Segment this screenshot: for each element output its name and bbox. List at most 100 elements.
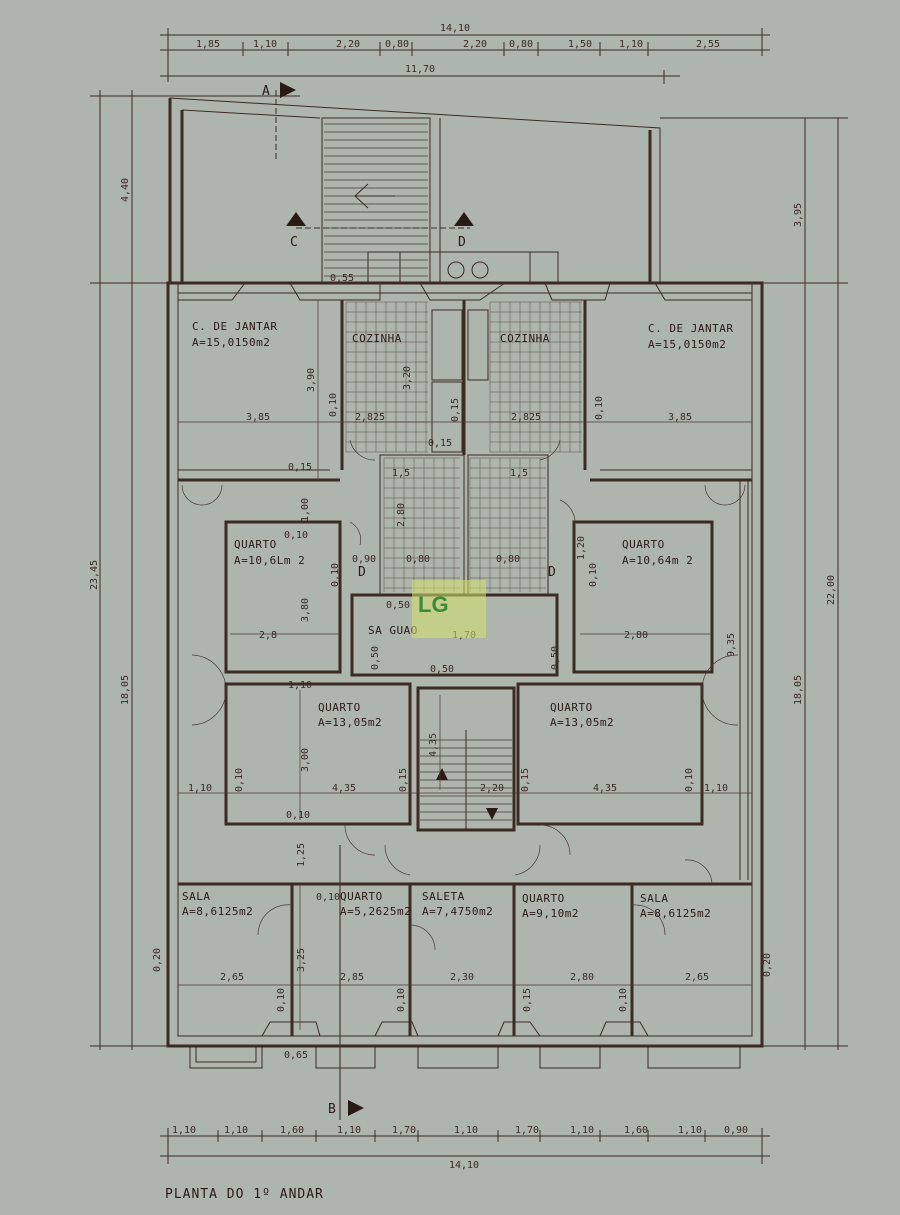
top-dimension-lines [160,28,770,84]
dim-q13-wall-right: 0,10 [684,768,695,792]
room-name-cozinha-right: COZINHA [500,332,550,345]
bottom-dimension-lines [160,1128,770,1164]
logo-text: LG [418,592,449,617]
room-name-sala-left: SALA [182,890,211,903]
bottom-dim-1: 1,10 [172,1125,196,1136]
bottom-dim-4: 1,10 [337,1125,361,1136]
bottom-dim-8: 1,10 [570,1125,594,1136]
section-label-d: D [458,235,467,250]
room-name-quarto9: QUARTO [522,892,565,905]
door-label-d-left: D [358,565,367,580]
room-name-jantar-left: C. DE JANTAR [192,320,277,333]
dim-050-mid: 0,50 [430,664,454,675]
room-area-quarto-left: A=10,6Lm 2 [234,554,305,567]
room-name-saleta: SALETA [422,890,465,903]
dim-050-top: 0,50 [386,600,410,611]
right-mid-dim: 9,35 [726,633,737,657]
side-dimension-lines [90,90,848,1050]
dim-q9-w: 2,80 [570,972,594,983]
top-dim-6: 0,80 [509,39,533,50]
bottom-dim-9: 1,60 [624,1125,648,1136]
bottom-dim-2: 1,10 [224,1125,248,1136]
plan-title: PLANTA DO 1º ANDAR [165,1187,324,1202]
dim-q-w-right: 2,80 [624,630,648,641]
dim-125: 1,25 [296,843,307,867]
section-label-b: B [328,1102,337,1117]
top-inner-dim: 11,70 [405,64,435,75]
dim-stair-h: 4,35 [428,733,439,757]
left-main-dim: 18,05 [120,675,131,705]
top-dim-2: 1,10 [253,39,277,50]
dim-100: 1,00 [300,498,311,522]
dim-stair-wall-left: 0,15 [398,768,409,792]
dim-sala-w-right: 2,65 [685,972,709,983]
door-swings [181,439,746,951]
stair-top-dim: 0,55 [330,273,354,284]
dim-jantar-w-right: 3,85 [668,412,692,423]
top-dim-9: 2,55 [696,39,720,50]
left-top-dim: 4,40 [120,178,131,202]
room-name-jantar-right: C. DE JANTAR [648,322,733,335]
top-dim-1: 1,85 [196,39,220,50]
room-area-sala-left: A=8,6125m2 [182,905,253,918]
section-label-c: C [290,235,299,250]
top-dim-8: 1,10 [619,39,643,50]
room-name-quarto-left: QUARTO [234,538,277,551]
bottom-dim-6: 1,10 [454,1125,478,1136]
dim-wall-q9: 0,10 [618,988,629,1012]
dim-010-low: 0,10 [286,810,310,821]
dim-q13-w-right: 4,35 [593,783,617,794]
dim-coz-w-left: 2,825 [355,412,385,423]
section-marker-c [286,212,470,229]
section-marker-a [275,82,296,160]
dim-wall-q5: 0,10 [396,988,407,1012]
top-dim-5: 2,20 [463,39,487,50]
room-area-sala-right: A=8,6125m2 [640,907,711,920]
left-edge-dim: 0,20 [152,948,163,972]
bottom-total-dim: 14,10 [449,1160,479,1171]
room-area-quarto13-left: A=13,05m2 [318,716,382,729]
dim-sala-h: 3,25 [296,948,307,972]
room-area-saleta: A=7,4750m2 [422,905,493,918]
dim-sala-w-left: 2,65 [220,972,244,983]
dim-q-w-left: 2,8 [259,630,277,641]
dim-wall-coz-center: 0,15 [450,398,461,422]
dim-110-left: 1,10 [188,783,212,794]
bottom-dim-7: 1,70 [515,1125,539,1136]
right-top-dim: 3,95 [793,203,804,227]
dim-coz-015: 0,15 [428,438,452,449]
room-name-cozinha-left: COZINHA [352,332,402,345]
right-total-dim: 22,00 [826,575,837,605]
dim-010-q5: 0,10 [316,892,340,903]
dim-jantar-h: 3,90 [306,368,317,392]
room-area-quarto5: A=5,2625m2 [340,905,411,918]
dim-bath-15-left: 1,5 [392,468,410,479]
interior-dimension-lines [178,300,752,1120]
dim-q13-wall-left: 0,10 [234,768,245,792]
dim-jantar-015: 0,15 [288,462,312,473]
dim-050-left: 0,50 [370,646,381,670]
room-area-quarto13-right: A=13,05m2 [550,716,614,729]
dim-coz-h: 3,20 [402,366,413,390]
bottom-dim-10: 1,10 [678,1125,702,1136]
dim-110-q: 1,10 [288,680,312,691]
room-area-jantar-right: A=15,0150m2 [648,338,726,351]
dim-bath-15-right: 1,5 [510,468,528,479]
dim-stair-wall-right: 0,15 [520,768,531,792]
right-edge-dim: 0,20 [762,953,773,977]
dim-coz-w-right: 2,825 [511,412,541,423]
room-name-saguao: SA GUAO [368,624,418,637]
interior-walls [178,300,752,1037]
dim-q13-w-left: 4,35 [332,783,356,794]
section-label-a: A [262,84,271,99]
dim-stair-w: 2,20 [480,783,504,794]
top-dim-3: 2,20 [336,39,360,50]
watermark-logo: LG [412,580,486,638]
dim-110-right: 1,10 [704,783,728,794]
dim-080-left: 0,80 [406,554,430,565]
section-marker-d [454,212,474,226]
top-piers [177,251,753,301]
stair-top [321,117,441,284]
section-marker-b [348,1100,364,1116]
dim-jantar-w-left: 3,85 [246,412,270,423]
